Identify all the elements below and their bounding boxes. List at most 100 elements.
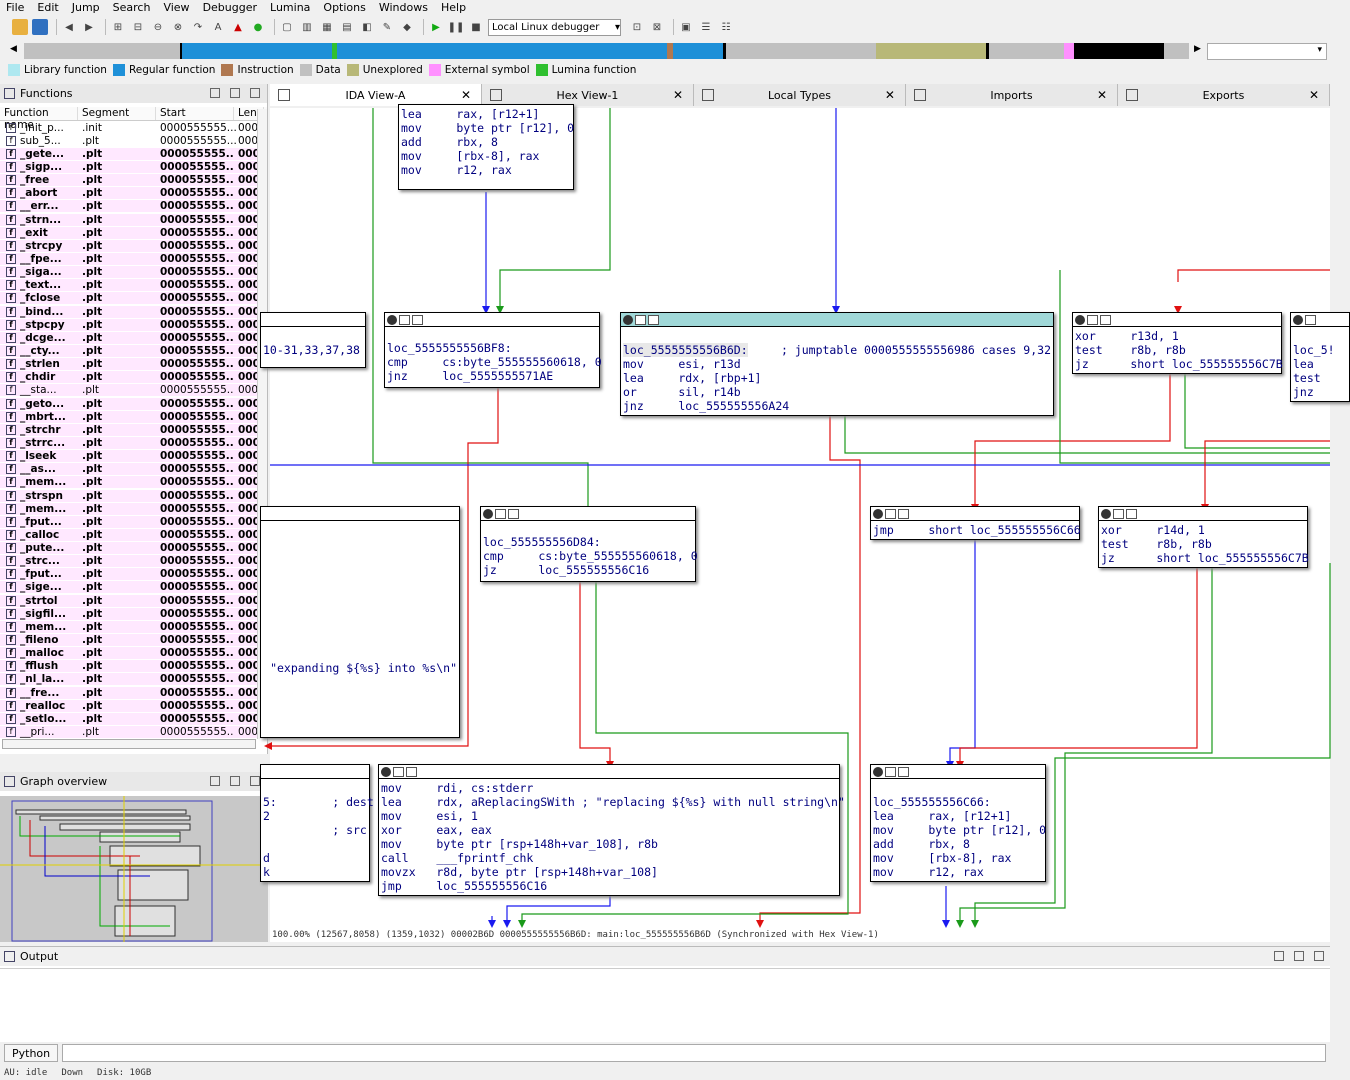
menu-search[interactable]: Search [112,1,151,14]
debug-step-icon[interactable]: ⊠ [652,21,662,33]
run-icon[interactable]: ▶ [432,21,440,33]
list-alt-icon[interactable]: ☷ [721,21,731,33]
graph-node-bf8[interactable]: loc_5555555556BF8: cmp cs:byte_555555560… [384,312,602,388]
debugger-select[interactable]: Local Linux debugger▾ [488,18,621,36]
output-text-area[interactable] [0,968,1330,1042]
node-group-icon[interactable] [406,766,417,777]
tab-local-types[interactable]: Local Types✕ [694,84,906,106]
graph-node-xor13[interactable]: xor r13d, 1 test r8b, r8b jz short loc_5… [1072,312,1283,374]
breakpoint-icon[interactable]: ▢ [282,21,292,33]
panel-float-icon[interactable] [230,776,240,786]
tab-exports[interactable]: Exports✕ [1118,84,1330,106]
graph-node-b6d-selected[interactable]: loc_5555555556B6D: ; jumptable 000055555… [620,312,1054,416]
vertical-scrollbar[interactable] [257,109,267,739]
node-color-icon[interactable] [623,314,633,325]
node-group-icon[interactable] [1100,314,1111,325]
jump-icon[interactable]: ↷ [193,21,203,33]
python-button[interactable]: Python [4,1044,59,1062]
graph-node-top[interactable]: lea rax, [r12+1] mov byte ptr [r12], 0 a… [398,104,574,190]
menu-windows[interactable]: Windows [378,1,428,14]
node-group-icon[interactable] [412,314,423,325]
save-icon[interactable] [32,19,48,35]
close-icon[interactable]: ✕ [460,88,471,102]
command-input[interactable] [62,1044,1326,1062]
node-color-icon[interactable] [1075,314,1085,325]
menu-edit[interactable]: Edit [37,1,59,14]
node-edit-icon[interactable] [885,766,896,777]
node-color-icon[interactable] [873,508,883,519]
node-color-icon[interactable] [1101,508,1111,519]
column-function-name[interactable]: Function name [0,107,78,131]
hex-icon[interactable]: ⊞ [113,21,123,33]
code-icon[interactable]: ⊟ [133,21,143,33]
menu-jump[interactable]: Jump [71,1,100,14]
node-edit-icon[interactable] [393,766,404,777]
graph-node-xor14[interactable]: xor r14d, 1 test r8b, r8b jz short loc_5… [1098,506,1309,568]
tab-hex-view-1[interactable]: Hex View-1✕ [482,84,694,106]
data-icon[interactable]: ⊖ [153,21,163,33]
panel-restore-icon[interactable] [1274,951,1284,961]
list-icon[interactable]: ☰ [701,21,711,33]
node-color-icon[interactable] [1293,314,1303,325]
menu-view[interactable]: View [163,1,190,14]
node-edit-icon[interactable] [1087,314,1098,325]
close-icon[interactable] [250,88,260,98]
graph-node-far-right[interactable]: loc_5! lea test jnz [1290,312,1350,402]
close-icon[interactable]: ✕ [884,88,895,102]
panel-float-icon[interactable] [1294,951,1304,961]
close-icon[interactable]: ✕ [1096,88,1107,102]
nav-right-arrow-icon[interactable]: ▶ [1194,44,1201,54]
panel-restore-icon[interactable] [210,776,220,786]
menu-lumina[interactable]: Lumina [270,1,311,14]
graph-node-replacing[interactable]: mov rdi, cs:stderr lea rdx, aReplacingSW… [378,764,845,896]
graph-node-expanding[interactable]: "expanding ${%s} into %s\n" [260,506,460,738]
graph-overview-canvas[interactable] [0,796,268,942]
node-edit-icon[interactable] [399,314,410,325]
open-icon[interactable] [12,19,28,35]
segment-select[interactable]: ▾ [1207,43,1327,60]
node-edit-icon[interactable] [635,314,646,325]
column-segment[interactable]: Segment [78,107,156,120]
navigation-strip[interactable] [24,43,1189,59]
node-edit-icon[interactable] [885,508,896,519]
node-group-icon[interactable] [648,314,659,325]
tab-ida-view-a[interactable]: IDA View-A✕ [270,84,482,106]
segments-icon[interactable]: ▥ [302,21,312,33]
node-edit-icon[interactable] [1305,314,1316,325]
node-color-icon[interactable] [381,766,391,777]
node-color-icon[interactable] [483,508,493,519]
